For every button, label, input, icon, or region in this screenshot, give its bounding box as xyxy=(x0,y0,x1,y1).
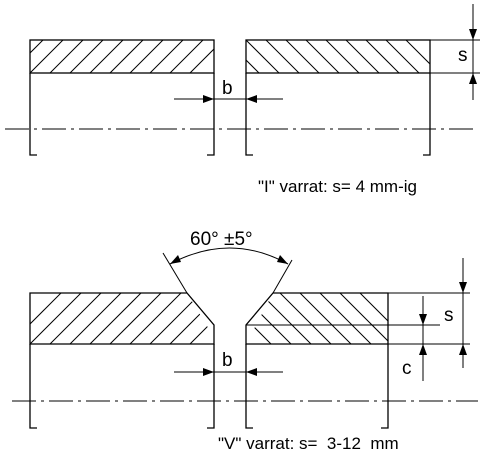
v-joint-left-plate xyxy=(29,292,218,429)
i-joint-left-plate xyxy=(29,39,215,156)
i-joint-s-label: s xyxy=(458,45,468,66)
v-joint-dimension-c: c xyxy=(402,296,427,381)
i-joint-right-plate xyxy=(245,39,431,156)
v-joint-b-label: b xyxy=(222,350,233,371)
v-joint-c-label: c xyxy=(402,358,412,379)
i-joint-left-hatch xyxy=(30,40,214,73)
v-joint-dimension-b: b xyxy=(174,350,283,376)
i-joint-caption: "I" varrat: s= 4 mm-ig xyxy=(258,177,417,196)
i-joint-b-label: b xyxy=(222,78,233,99)
v-joint-s-label: s xyxy=(444,305,454,326)
i-joint-dimension-b: b xyxy=(174,78,283,103)
v-joint-angle-dimension: 60° ±5° xyxy=(162,229,293,294)
v-joint-left-hatch xyxy=(30,293,218,344)
v-joint-angle-label: 60° ±5° xyxy=(190,229,253,250)
i-joint-dimension-s: s xyxy=(430,4,480,100)
i-joint-right-hatch xyxy=(246,40,430,73)
v-joint-right-hatch xyxy=(246,293,388,344)
v-joint-right-plate xyxy=(245,292,440,429)
v-joint-dimension-s: s xyxy=(388,258,470,368)
v-joint-caption: "V" varrat: s= 3-12 mm xyxy=(218,434,399,453)
